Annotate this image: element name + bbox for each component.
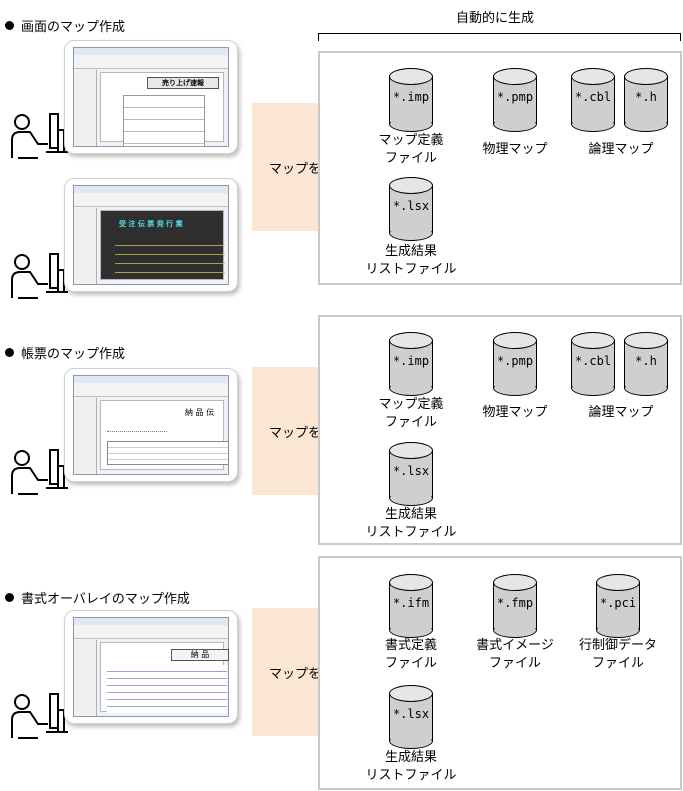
user-at-computer-icon	[8, 100, 68, 160]
user-at-computer-icon	[8, 240, 68, 300]
section-title-form-map: 帳票のマップ作成	[5, 343, 125, 362]
overlay-heading: 納 品	[171, 649, 229, 661]
ifm-file-icon: *.ifm	[389, 574, 433, 638]
form-editor-thumbnail: 納 品 伝	[64, 368, 238, 482]
file-caption: 行制御データファイル	[553, 637, 683, 673]
cbl-file-icon: *.cbl	[571, 68, 615, 132]
screen-heading: 受 注 伝 票 発 行 業	[119, 219, 229, 229]
user-at-computer-icon	[8, 680, 68, 740]
file-caption: 生成結果リストファイル	[346, 749, 476, 785]
overlay-editor-thumbnail: 納 品	[64, 610, 238, 724]
section-title-overlay-map: 書式オーバレイのマップ作成	[5, 588, 190, 607]
section-title-text: 帳票のマップ作成	[21, 347, 125, 362]
bullet-icon	[5, 348, 14, 357]
auto-generate-label: 自動的に生成	[456, 7, 534, 26]
file-caption: 生成結果リストファイル	[346, 506, 476, 542]
section-title-screen-map: 画面のマップ作成	[5, 16, 125, 35]
user-at-computer-icon	[8, 436, 68, 496]
screen-editor-thumbnail: 売り上げ速報	[64, 40, 238, 154]
lsx-file-icon: *.lsx	[389, 442, 433, 506]
screen-editor-thumbnail: 受 注 伝 票 発 行 業	[64, 178, 238, 292]
imp-file-icon: *.imp	[389, 332, 433, 396]
h-file-icon: *.h	[624, 68, 668, 132]
bullet-icon	[5, 21, 14, 30]
h-file-icon: *.h	[624, 332, 668, 396]
section-title-text: 画面のマップ作成	[21, 20, 125, 35]
fmp-file-icon: *.fmp	[493, 574, 537, 638]
file-caption: 生成結果リストファイル	[346, 243, 476, 279]
section-title-text: 書式オーバレイのマップ作成	[21, 592, 190, 607]
lsx-file-icon: *.lsx	[389, 177, 433, 241]
bullet-icon	[5, 593, 14, 602]
file-caption: 論理マップ	[556, 141, 683, 159]
screen-heading: 売り上げ速報	[147, 77, 219, 89]
form-heading: 納 品 伝	[185, 407, 214, 418]
pmp-file-icon: *.pmp	[493, 332, 537, 396]
cbl-file-icon: *.cbl	[571, 332, 615, 396]
lsx-file-icon: *.lsx	[389, 685, 433, 749]
pmp-file-icon: *.pmp	[493, 68, 537, 132]
pci-file-icon: *.pci	[596, 574, 640, 638]
file-caption: 論理マップ	[556, 404, 683, 422]
imp-file-icon: *.imp	[389, 68, 433, 132]
auto-generate-bracket	[318, 33, 681, 41]
